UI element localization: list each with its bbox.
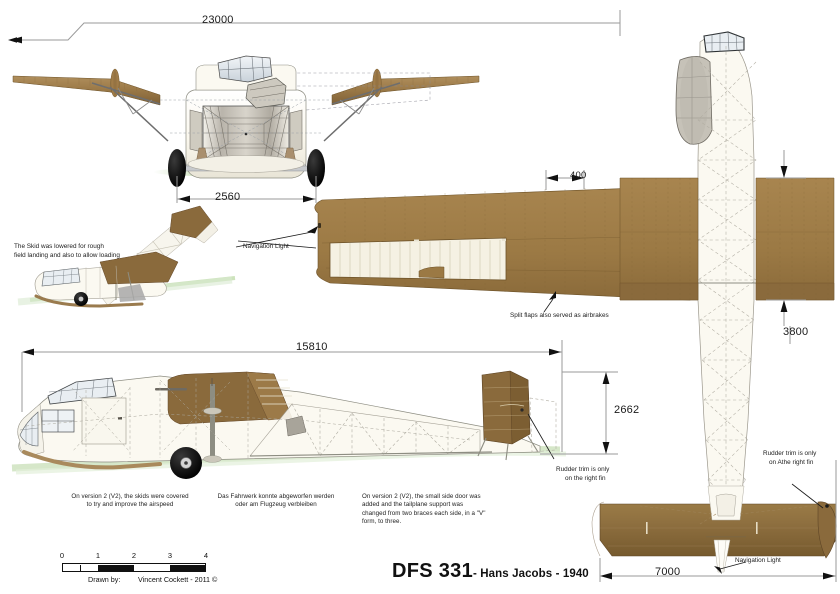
author-credit: Vincent Cockett - 2011 © <box>138 575 218 584</box>
callout-rudder-trim-side-line1: Rudder trim is only <box>556 466 610 473</box>
note-fahrwerk-line2: oder am Flugzeug verbleiben <box>235 501 317 509</box>
note-v2-door-line2: added and the tailplane support was <box>362 501 464 509</box>
wing-plan-detail-view <box>235 170 691 313</box>
scale-bar-fill-1-2 <box>98 565 134 572</box>
callout-skid-note-line2: field landing and also to allow loading <box>14 252 120 259</box>
note-fahrwerk-line1: Das Fahrwerk konnte abgeworfen werden <box>217 493 335 500</box>
page-subtitle: - Hans Jacobs - 1940 <box>473 568 589 580</box>
callout-skid-note-line1: The Skid was lowered for rough <box>14 243 104 250</box>
dimension-flap-chord-label: 400 <box>570 170 587 181</box>
dimension-length-label: 15810 <box>296 341 328 353</box>
scale-bar-track <box>62 563 206 572</box>
note-v2-skids-line1: On version 2 (V2), the skids were covere… <box>71 493 189 500</box>
skid-lowered-inset-view <box>17 205 236 308</box>
note-v2-door: On version 2 (V2), the small side door w… <box>362 493 512 527</box>
callout-navigation-light-wing: Navigation Light <box>243 243 289 250</box>
dimension-tailplane-span-label: 7000 <box>655 566 681 578</box>
note-v2-door-line4: form, to three. <box>362 518 402 526</box>
scale-tick-3: 3 <box>167 551 173 560</box>
callout-rudder-trim-plan-line2: on Athe right fin <box>769 459 814 466</box>
callout-rudder-trim-side-line2: on the right fin <box>565 475 606 482</box>
note-v2-skids: On version 2 (V2), the skids were covere… <box>40 493 220 510</box>
scale-bar-half-tick <box>80 565 81 572</box>
note-v2-door-line1: On version 2 (V2), the small side door w… <box>362 493 481 500</box>
drawn-by-label: Drawn by: <box>88 575 121 584</box>
callout-navigation-light-tail: Navigation Light <box>735 557 781 564</box>
plan-view <box>591 31 837 582</box>
page-title: DFS 331 <box>392 560 474 582</box>
note-v2-door-line3: changed from two braces each side, in a … <box>362 509 486 517</box>
side-elevation-view <box>11 340 618 479</box>
note-v2-skids-line2: to try and improve the airspeed <box>86 501 174 509</box>
note-fahrwerk: Das Fahrwerk konnte abgeworfen werden od… <box>196 493 356 510</box>
dimension-span-label: 23000 <box>202 14 234 26</box>
dimension-height-label: 2662 <box>614 404 640 416</box>
scale-bar: 0 1 2 3 4 Drawn by: Vincent Cockett - 20… <box>60 551 217 584</box>
scale-tick-2: 2 <box>131 551 137 560</box>
scale-tick-4: 4 <box>203 551 209 560</box>
scale-tick-1: 1 <box>95 551 101 560</box>
scale-bar-fill-3-4 <box>170 565 206 572</box>
dimension-track-label: 2560 <box>215 191 241 203</box>
callout-rudder-trim-plan-line1: Rudder trim is only <box>763 450 817 457</box>
title-block: DFS 331- Hans Jacobs - 1940 <box>392 560 589 583</box>
dimension-wing-chord-label: 3800 <box>783 326 809 338</box>
callout-split-flaps: Split flaps also served as airbrakes <box>510 312 609 319</box>
scale-tick-0: 0 <box>59 551 65 560</box>
